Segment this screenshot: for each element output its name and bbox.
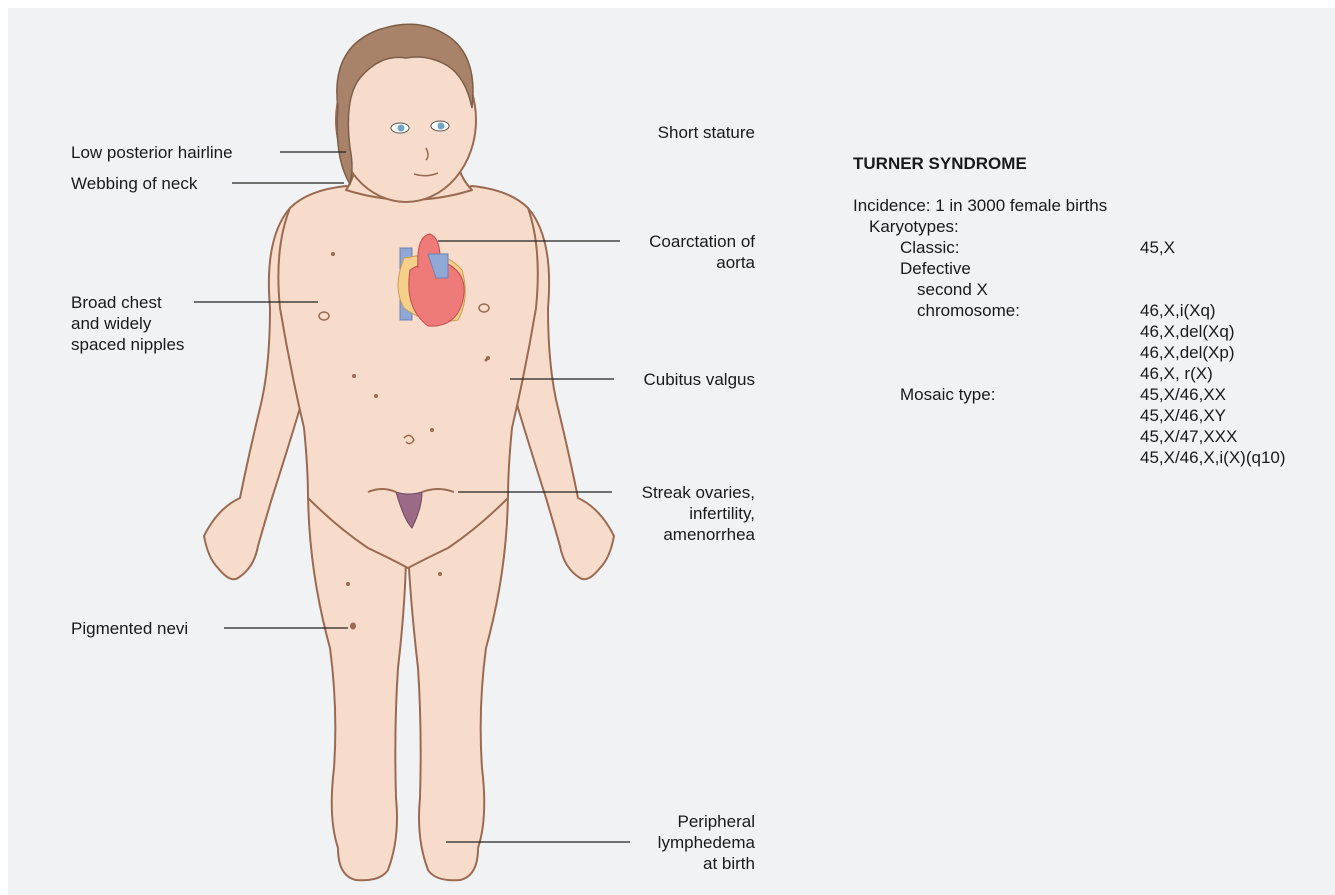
label-broad-chest-line-2: and widely xyxy=(71,313,184,334)
label-lymphedema-line-2: lymphedema xyxy=(658,832,755,853)
label-low-posterior-hairline: Low posterior hairline xyxy=(71,142,233,163)
child-body-illustration xyxy=(204,38,614,880)
label-broad-chest-line-3: spaced nipples xyxy=(71,334,184,355)
info-defective-line-1: Defective xyxy=(900,258,971,279)
label-coarctation-line-2: aorta xyxy=(649,252,755,273)
info-karyotypes-heading: Karyotypes: xyxy=(869,216,959,237)
info-defective-value-1: 46,X,i(Xq) xyxy=(1140,300,1216,321)
label-short-stature: Short stature xyxy=(658,122,755,143)
info-mosaic-value-2: 45,X/46,XY xyxy=(1140,405,1226,426)
label-peripheral-lymphedema: Peripheral lymphedema at birth xyxy=(658,811,755,874)
label-lymphedema-line-3: at birth xyxy=(658,853,755,874)
info-incidence: Incidence: 1 in 3000 female births xyxy=(853,195,1107,216)
label-coarctation-line-1: Coarctation of xyxy=(649,231,755,252)
label-streak-ovaries-line-1: Streak ovaries, xyxy=(642,482,755,503)
info-defective-value-4: 46,X, r(X) xyxy=(1140,363,1213,384)
info-title: TURNER SYNDROME xyxy=(853,153,1027,174)
label-cubitus-valgus: Cubitus valgus xyxy=(643,369,755,390)
label-coarctation: Coarctation of aorta xyxy=(649,231,755,273)
diagram-canvas: Low posterior hairline Webbing of neck B… xyxy=(8,8,1335,895)
label-broad-chest-line-1: Broad chest xyxy=(71,292,184,313)
label-lymphedema-line-1: Peripheral xyxy=(658,811,755,832)
label-broad-chest: Broad chest and widely spaced nipples xyxy=(71,292,184,355)
info-defective-line-2: second X xyxy=(917,279,988,300)
info-classic-label: Classic: xyxy=(900,237,960,258)
label-streak-ovaries-line-3: amenorrhea xyxy=(642,524,755,545)
info-defective-value-3: 46,X,del(Xp) xyxy=(1140,342,1235,363)
info-mosaic-value-1: 45,X/46,XX xyxy=(1140,384,1226,405)
label-streak-ovaries-line-2: infertility, xyxy=(642,503,755,524)
info-mosaic-value-3: 45,X/47,XXX xyxy=(1140,426,1237,447)
info-mosaic-value-4: 45,X/46,X,i(X)(q10) xyxy=(1140,447,1286,468)
info-classic-value: 45,X xyxy=(1140,237,1175,258)
label-webbing-of-neck: Webbing of neck xyxy=(71,173,197,194)
label-pigmented-nevi: Pigmented nevi xyxy=(71,618,188,639)
info-mosaic-label: Mosaic type: xyxy=(900,384,995,405)
label-streak-ovaries: Streak ovaries, infertility, amenorrhea xyxy=(642,482,755,545)
info-defective-line-3: chromosome: xyxy=(917,300,1020,321)
info-defective-value-2: 46,X,del(Xq) xyxy=(1140,321,1235,342)
